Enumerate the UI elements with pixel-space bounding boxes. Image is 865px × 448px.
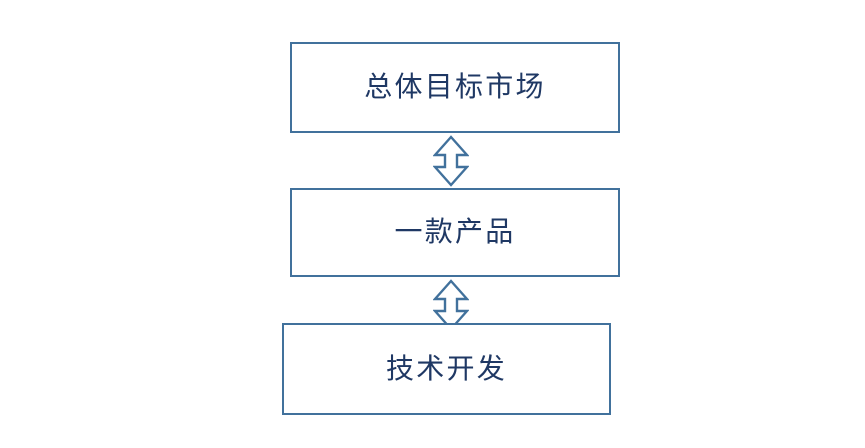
double-headed-vertical-arrow-shape xyxy=(433,135,469,187)
diagram-node-product[interactable]: 一款产品 xyxy=(290,188,620,277)
diagram-node-label: 技术开发 xyxy=(386,352,507,384)
diagram-node-tech[interactable]: 技术开发 xyxy=(282,323,611,415)
double-headed-vertical-arrow-icon xyxy=(433,135,469,187)
diagram-node-label: 一款产品 xyxy=(394,216,516,248)
diagram-node-tam[interactable]: 总体目标市场 xyxy=(290,42,620,133)
diagram-node-label: 总体目标市场 xyxy=(364,71,546,103)
